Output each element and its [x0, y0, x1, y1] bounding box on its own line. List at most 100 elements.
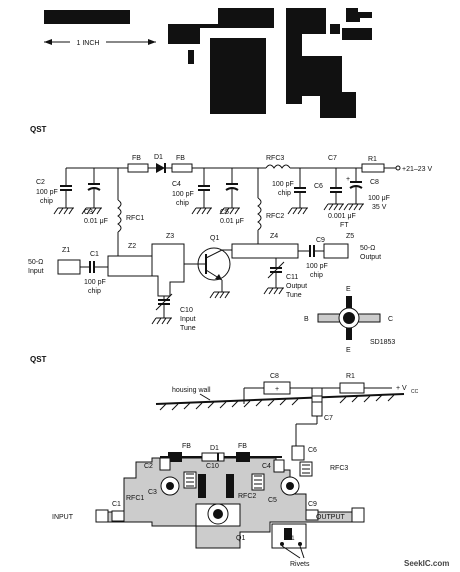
rivet-leader-2 [299, 545, 305, 559]
rivet-1 [280, 542, 284, 546]
z4-strip-asm [226, 474, 234, 498]
c4-asm [273, 459, 285, 473]
scale-arrow-right [148, 39, 156, 45]
c8-label: C8 [370, 179, 379, 186]
output-connector [351, 507, 365, 523]
c11-sub-1: Output [286, 283, 307, 290]
rfc2-windings [254, 475, 262, 489]
rfc3-label-asm: RFC3 [330, 465, 348, 472]
vcc-label: + V [396, 385, 407, 392]
fb1-label-asm: FB [182, 443, 191, 450]
c8-value-1: 100 μF [368, 195, 390, 202]
c5-value: 0.01 μF [220, 218, 244, 225]
schematic: +21–23 V R1 FB D1 FB RFC3 C7 C2 100 pF c… [28, 154, 432, 354]
resistor-r1 [361, 163, 385, 173]
c3-value: 0.01 μF [84, 218, 108, 225]
supply-label: +21–23 V [402, 166, 432, 173]
c2-value-2: chip [40, 198, 53, 205]
c4-label-asm: C4 [262, 463, 271, 470]
pcb-pad-right-top [300, 8, 326, 34]
c5-hole [286, 482, 294, 490]
rfc2-label: RFC2 [266, 213, 284, 220]
package-lead-e-bottom [346, 326, 352, 340]
input-connector [95, 509, 109, 523]
z5-label: Z5 [346, 233, 354, 240]
c9-label-asm: C9 [308, 501, 317, 508]
package-die [343, 312, 355, 324]
z3-line [151, 243, 185, 297]
c7-label-asm: C7 [324, 415, 333, 422]
q1-emitter-arrow [215, 274, 222, 280]
package-lead-e-top [346, 296, 352, 310]
part-number: SD1853 [370, 339, 395, 346]
c9-label: C9 [316, 237, 325, 244]
c10-label: C10 [180, 307, 193, 314]
rfc3-label: RFC3 [266, 155, 284, 162]
output-label-1: 50-Ω [360, 245, 375, 252]
c8-value-2: 35 V [372, 204, 387, 211]
d1-label: D1 [154, 154, 163, 161]
pin-c: C [388, 316, 393, 323]
output-label-2: Output [360, 254, 381, 261]
c6-label-asm: C6 [308, 447, 317, 454]
z1-line [57, 259, 81, 275]
input-label-asm: INPUT [52, 514, 74, 521]
c11-label: C11 [286, 274, 298, 281]
rfc2-inductor [257, 197, 262, 231]
c10-trim-arrow [155, 293, 173, 311]
r1-label: R1 [368, 156, 377, 163]
rfc2-label-asm: RFC2 [238, 493, 256, 500]
pcb-pad-center [210, 38, 266, 114]
scale-label-bg [70, 36, 106, 48]
fb2-label: FB [176, 155, 185, 162]
pin-e-bottom: E [346, 347, 351, 354]
rfc3-inductor [265, 164, 291, 169]
assembly-source-label: QST [30, 355, 47, 364]
housing-wall-leader [199, 393, 211, 401]
ground-symbol-q1 [209, 291, 230, 299]
c6-value-2: chip [278, 190, 291, 197]
fb2-label-asm: FB [238, 443, 247, 450]
rivets-label: Rivets [290, 561, 310, 568]
output-label-asm: OUTPUT [316, 514, 346, 521]
c10-sub-1: Input [180, 316, 196, 323]
z5-line [323, 243, 349, 259]
c3-label: C3 [84, 209, 93, 216]
c4-label: C4 [172, 181, 181, 188]
c2-label: C2 [36, 179, 45, 186]
z4-label: Z4 [270, 233, 278, 240]
c8-plus-sign: + [346, 176, 350, 183]
rfc1-label-asm: RFC1 [126, 495, 144, 502]
c1-label-asm: C1 [112, 501, 121, 508]
rivet-2 [298, 542, 302, 546]
c2-value-1: 100 pF [36, 189, 58, 196]
ground-symbol-c6 [287, 207, 308, 215]
c9-value-2: chip [310, 272, 323, 279]
c2-label-asm: C2 [144, 463, 153, 470]
input-label-2: Input [28, 268, 44, 275]
pcb-bar-vertical [286, 8, 302, 104]
scale-label: 1 INCH [77, 40, 100, 47]
c10-sub-2: Tune [180, 325, 196, 332]
input-label-1: 50-Ω [28, 259, 43, 266]
c6-label: C6 [314, 183, 323, 190]
z2-label: Z2 [128, 243, 136, 250]
pcb-pad-large-right [302, 56, 342, 96]
ground-symbol-c4 [191, 207, 212, 215]
pcb-pad-top-center [218, 8, 274, 28]
c1-value-1: 100 pF [84, 279, 106, 286]
rfc1-label: RFC1 [126, 215, 144, 222]
ground-symbol-c5 [219, 207, 240, 215]
c1-value-2: chip [88, 288, 101, 295]
q1-label-asm: Q1 [236, 535, 245, 542]
pcb-pad-corner [346, 8, 372, 22]
pcb-pad-narrow [188, 50, 194, 64]
c11-trim-arrow [267, 261, 285, 279]
ferrite-bead-1 [127, 163, 149, 173]
fb1-label: FB [132, 155, 141, 162]
pcb-trace-top-left [44, 10, 130, 24]
pcb-pad-bottom-right [320, 92, 356, 118]
housing-wall-line [155, 393, 405, 405]
ground-symbol-c8 [343, 203, 364, 211]
ground-symbol-c10 [151, 317, 172, 325]
